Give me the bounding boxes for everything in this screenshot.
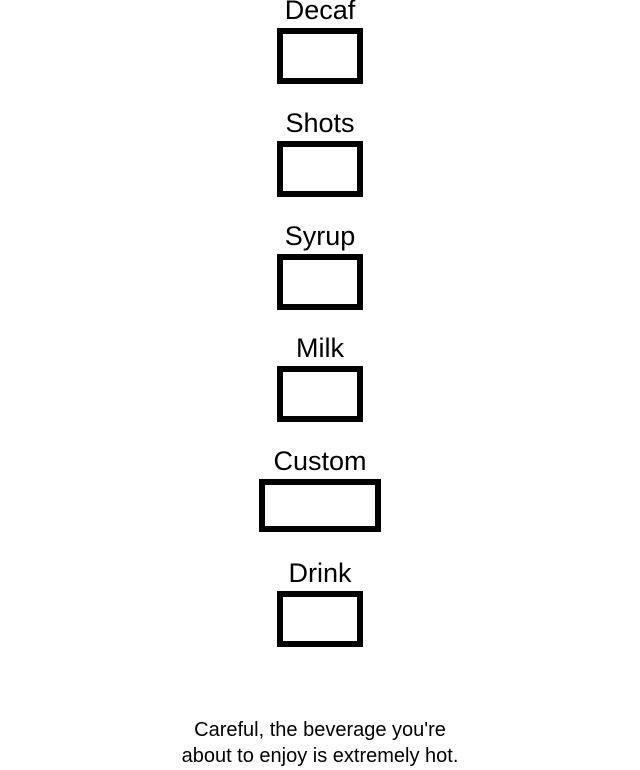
drink-input-box[interactable] <box>277 591 363 647</box>
custom-input-box[interactable] <box>259 479 381 532</box>
syrup-label: Syrup <box>284 221 356 251</box>
custom-label: Custom <box>273 446 367 476</box>
decaf-label: Decaf <box>284 0 356 25</box>
field-group-custom: Custom <box>0 445 640 532</box>
shots-label: Shots <box>285 108 355 138</box>
field-group-milk: Milk <box>0 332 640 422</box>
syrup-input-box[interactable] <box>277 254 363 310</box>
hot-beverage-warning: Careful, the beverage you're about to en… <box>0 717 640 769</box>
milk-label: Milk <box>296 333 344 363</box>
field-group-shots: Shots <box>0 107 640 197</box>
milk-input-box[interactable] <box>277 366 363 422</box>
decaf-input-box[interactable] <box>277 28 363 84</box>
field-group-syrup: Syrup <box>0 220 640 310</box>
drink-label: Drink <box>288 558 352 588</box>
shots-input-box[interactable] <box>277 141 363 197</box>
field-group-decaf: Decaf <box>0 0 640 84</box>
hot-beverage-warning-line2: about to enjoy is extremely hot. <box>181 745 459 767</box>
hot-beverage-warning-line1: Careful, the beverage you're <box>194 719 446 741</box>
field-group-drink: Drink <box>0 557 640 647</box>
